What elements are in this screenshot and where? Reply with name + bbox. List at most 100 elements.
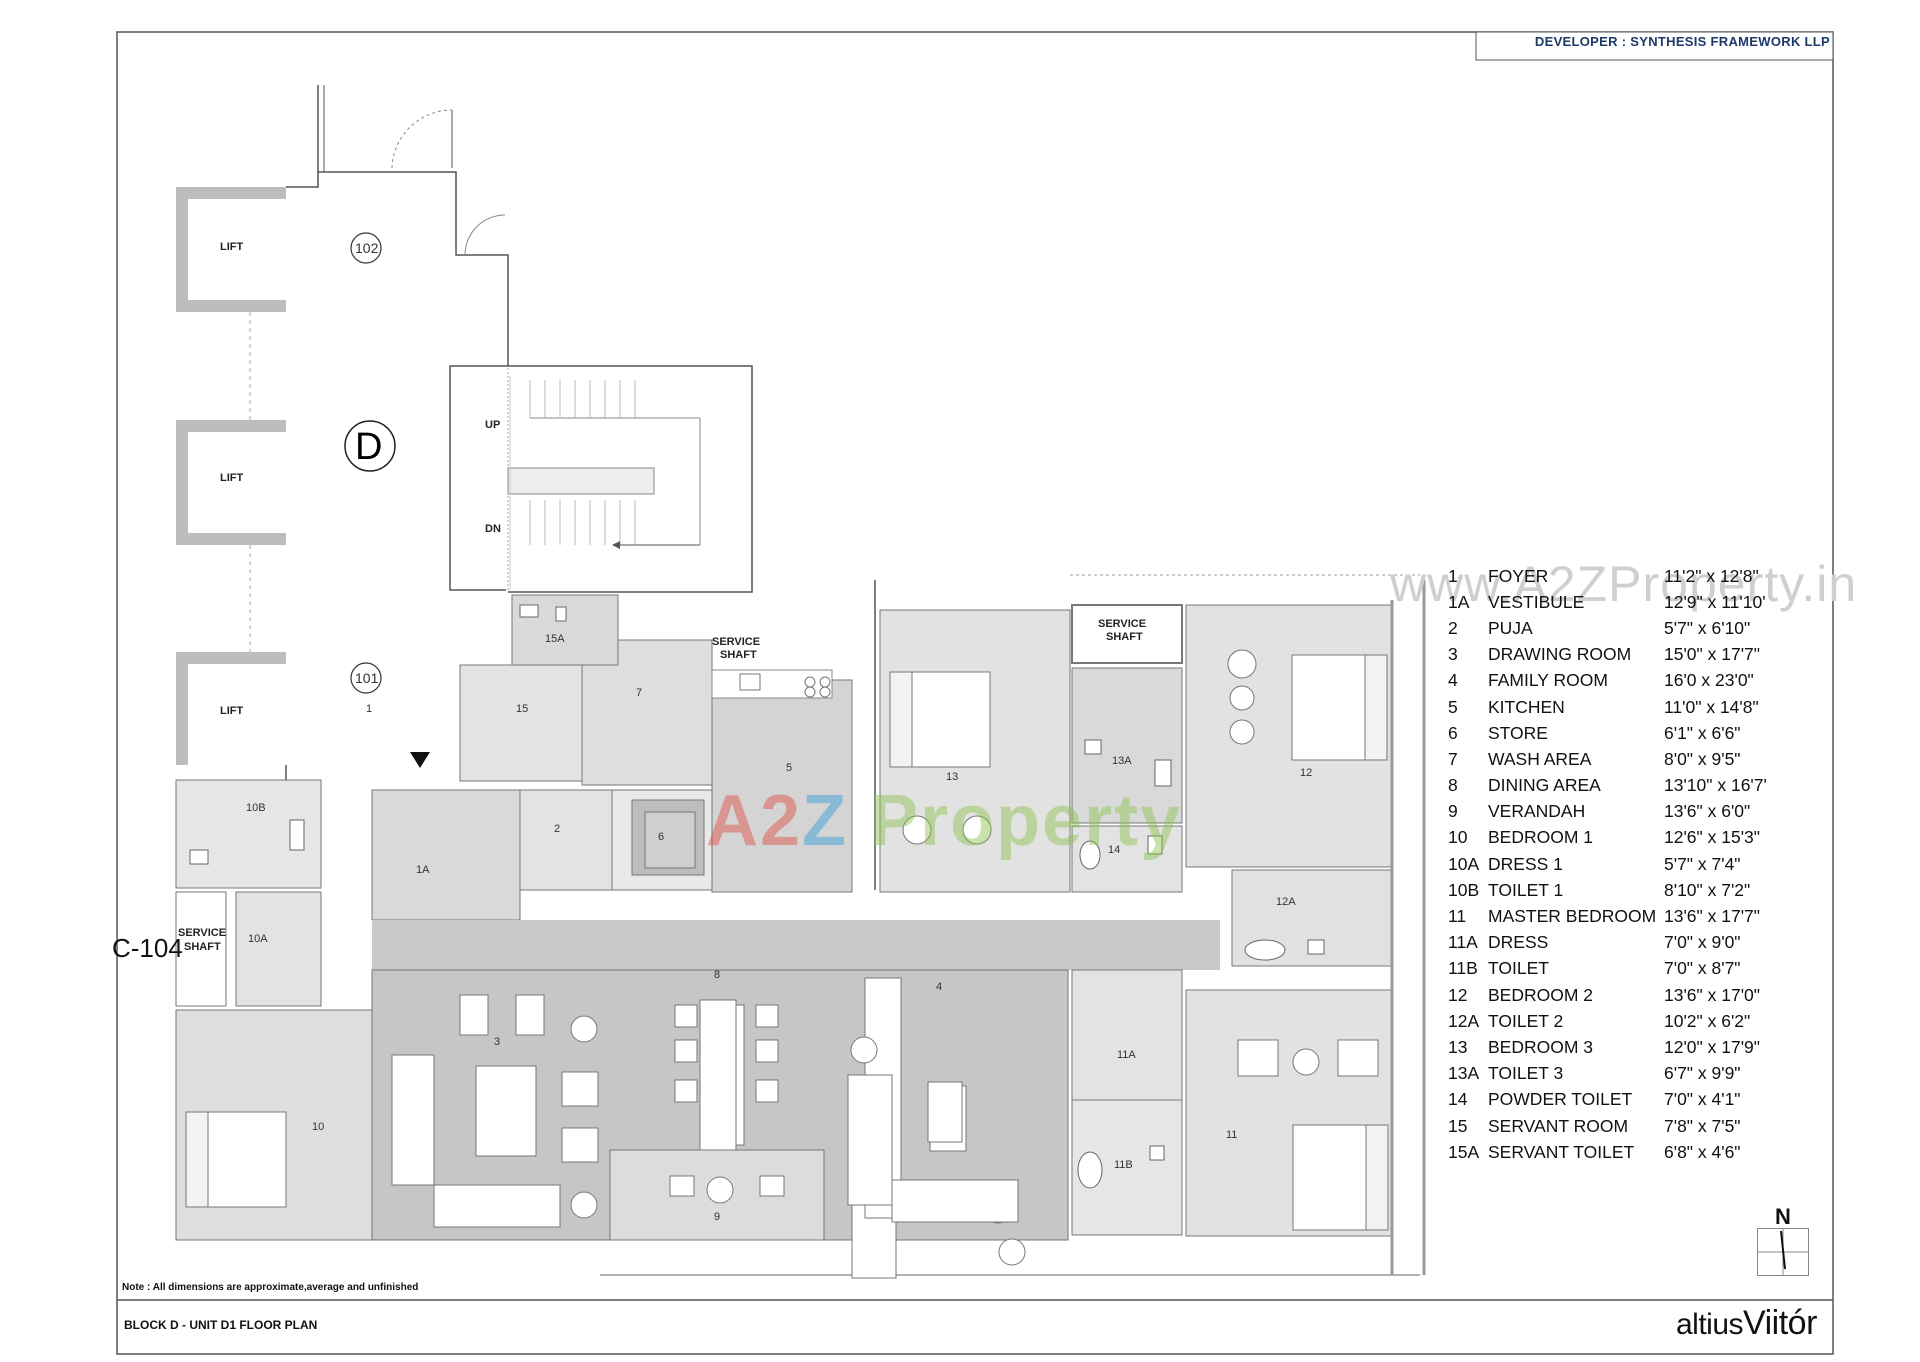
legend-room-name: TOILET 2 <box>1488 1010 1564 1031</box>
legend-room-name: WASH AREA <box>1488 748 1592 769</box>
legend-row: 11 MASTER BEDROOM 13'6" x 17'7" <box>1448 903 1888 929</box>
legend-room-dimension: 13'6" x 17'7" <box>1664 906 1760 927</box>
legend-room-dimension: 7'0" x 4'1" <box>1664 1089 1741 1110</box>
legend-room-name: MASTER BEDROOM <box>1488 906 1657 927</box>
legend-room-dimension: 5'7" x 6'10" <box>1664 617 1751 638</box>
unit-101-sub: 1 <box>366 703 372 715</box>
legend-room-dimension: 7'8" x 7'5" <box>1664 1115 1741 1136</box>
stair-dn-label: DN <box>485 523 501 535</box>
room-11a-tag: 11A <box>1117 1049 1136 1061</box>
room-15-tag: 15 <box>516 703 528 715</box>
legend-room-name: BEDROOM 1 <box>1488 827 1594 848</box>
legend-room-dimension: 7'0" x 8'7" <box>1664 958 1741 979</box>
lift-core-1 <box>176 187 286 312</box>
legend-row: 14 POWDER TOILET 7'0" x 4'1" <box>1448 1087 1888 1113</box>
brand-part-a: altius <box>1676 1308 1744 1341</box>
room-4-tag: 4 <box>936 981 942 993</box>
room-8-tag: 8 <box>714 969 720 981</box>
developer-header: DEVELOPER : SYNTHESIS FRAMEWORK LLP <box>1534 34 1830 49</box>
room-13-tag: 13 <box>946 771 958 783</box>
room-10b-tag: 10B <box>246 802 266 814</box>
legend-room-number: 15A <box>1448 1141 1480 1162</box>
logo-part-z: Z <box>802 781 849 861</box>
north-letter: N <box>1775 1204 1791 1229</box>
legend-room-name: BEDROOM 3 <box>1488 1036 1594 1057</box>
logo-watermark: A2Z Property <box>706 780 1182 862</box>
room-15a-tag: 15A <box>545 633 565 645</box>
legend-room-dimension: 16'0 x 23'0" <box>1664 670 1754 691</box>
legend-room-dimension: 13'6" x 6'0" <box>1664 801 1751 822</box>
logo-part-two: 2 <box>760 781 803 861</box>
legend-room-name: TOILET <box>1488 958 1549 979</box>
legend-room-number: 9 <box>1448 801 1458 822</box>
service-shaft-a2: SHAFT <box>720 649 757 661</box>
legend-room-name: PUJA <box>1488 617 1533 638</box>
legend-row: 2 PUJA 5'7" x 6'10" <box>1448 615 1888 641</box>
legend-room-dimension: 12'9" x 11'10' <box>1664 591 1766 612</box>
legend-row: 10B TOILET 1 8'10" x 7'2" <box>1448 877 1888 903</box>
north-compass-icon: N <box>1757 1204 1809 1276</box>
lift-label-1: LIFT <box>220 241 243 253</box>
brand-part-b: Viitór <box>1743 1304 1817 1342</box>
legend-room-dimension: 6'7" x 9'9" <box>1664 1063 1741 1084</box>
legend-room-number: 1 <box>1448 565 1458 586</box>
legend-room-number: 11 <box>1448 906 1467 927</box>
legend-room-number: 10A <box>1448 853 1480 874</box>
room-12-tag: 12 <box>1300 767 1312 779</box>
legend-room-number: 5 <box>1448 696 1458 717</box>
stair-up-label: UP <box>485 419 500 431</box>
legend-room-name: FAMILY ROOM <box>1488 670 1608 691</box>
lift-core-2 <box>176 420 286 545</box>
legend-room-number: 10B <box>1448 879 1480 900</box>
lift-core-3 <box>176 652 286 765</box>
legend-room-name: POWDER TOILET <box>1488 1089 1633 1110</box>
legend-room-number: 1A <box>1448 591 1470 612</box>
dimension-note: Note : All dimensions are approximate,av… <box>122 1282 419 1293</box>
room-10a-tag: 10A <box>248 933 268 945</box>
legend-room-dimension: 8'10" x 7'2" <box>1664 879 1751 900</box>
legend-room-dimension: 5'7" x 7'4" <box>1664 853 1741 874</box>
legend-room-name: DRAWING ROOM <box>1488 644 1632 665</box>
legend-room-dimension: 6'1" x 6'6" <box>1664 722 1741 743</box>
legend-room-name: TOILET 1 <box>1488 879 1564 900</box>
legend-room-dimension: 11'2" x 12'8" <box>1664 565 1759 586</box>
logo-part-a: A <box>706 781 760 861</box>
legend-room-dimension: 7'0" x 9'0" <box>1664 932 1741 953</box>
logo-part-rest: Property <box>848 781 1183 861</box>
apartment-floor <box>371 594 1220 970</box>
legend-room-number: 14 <box>1448 1089 1468 1110</box>
legend-room-name: DINING AREA <box>1488 775 1601 796</box>
watermark-text: www.A2ZProperty.in <box>1390 556 1858 612</box>
drawing-title: BLOCK D - UNIT D1 FLOOR PLAN <box>124 1318 318 1332</box>
legend-room-number: 2 <box>1448 617 1458 638</box>
service-shaft-b: SERVICE <box>1098 618 1146 630</box>
legend-room-name: VERANDAH <box>1488 801 1586 822</box>
legend-room-number: 13A <box>1448 1063 1480 1084</box>
brand-logo: altiusViitór <box>1676 1304 1817 1343</box>
legend-room-dimension: 13'6" x 17'0" <box>1664 984 1760 1005</box>
legend-room-name: DRESS <box>1488 932 1549 953</box>
legend-row: 9 VERANDAH 13'6" x 6'0" <box>1448 799 1888 825</box>
lift-label-2: LIFT <box>220 472 243 484</box>
legend-room-dimension: 15'0" x 17'7" <box>1664 644 1760 665</box>
room-7-tag: 7 <box>636 687 642 699</box>
legend-room-name: VESTIBULE <box>1488 591 1585 612</box>
legend-room-number: 11B <box>1448 958 1478 979</box>
room-2-tag: 2 <box>554 823 560 835</box>
service-shaft-c2: SHAFT <box>184 941 221 953</box>
legend-room-number: 4 <box>1448 670 1458 691</box>
legend-room-number: 12A <box>1448 1010 1480 1031</box>
